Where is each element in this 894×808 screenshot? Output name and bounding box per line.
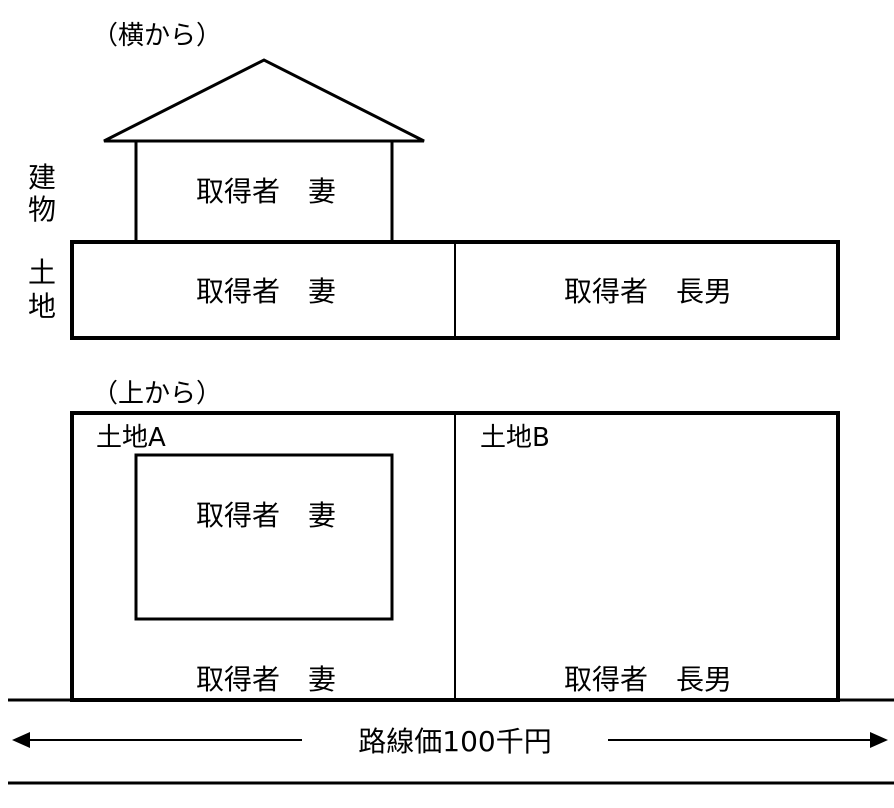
land-a-label: 土地A [96, 423, 166, 453]
side-land-right-owner: 取得者 長男 [564, 275, 732, 308]
road-arrow-left [12, 732, 302, 748]
building-label-char-2: 物 [28, 193, 56, 226]
land-label-char-2: 地 [28, 290, 56, 323]
land-label-char-1: 土 [28, 256, 56, 289]
building-footprint [134, 453, 394, 621]
land-top: 土地A 土地B 取得者 妻 取得者 妻 取得者 長男 [70, 411, 840, 702]
land-b-label: 土地B [480, 423, 550, 453]
arrowhead-left-icon [12, 732, 30, 748]
side-building-owner: 取得者 妻 [196, 175, 336, 208]
top-view-heading: （上から） [92, 379, 222, 409]
top-building-owner: 取得者 妻 [196, 499, 336, 532]
arrowhead-right-icon [870, 732, 888, 748]
land-side: 取得者 妻 取得者 長男 [70, 240, 840, 340]
side-land-left-owner: 取得者 妻 [196, 275, 336, 308]
building-label-char-1: 建 [28, 161, 56, 194]
land-b-owner: 取得者 長男 [564, 663, 732, 696]
side-view-heading: （横から） [92, 21, 222, 51]
house-side: 取得者 妻 [103, 58, 425, 244]
land-a-owner: 取得者 妻 [196, 663, 336, 696]
road-price-label: 路線価100千円 [358, 725, 551, 758]
house-roof [103, 58, 425, 143]
road-arrow-right [608, 732, 888, 748]
